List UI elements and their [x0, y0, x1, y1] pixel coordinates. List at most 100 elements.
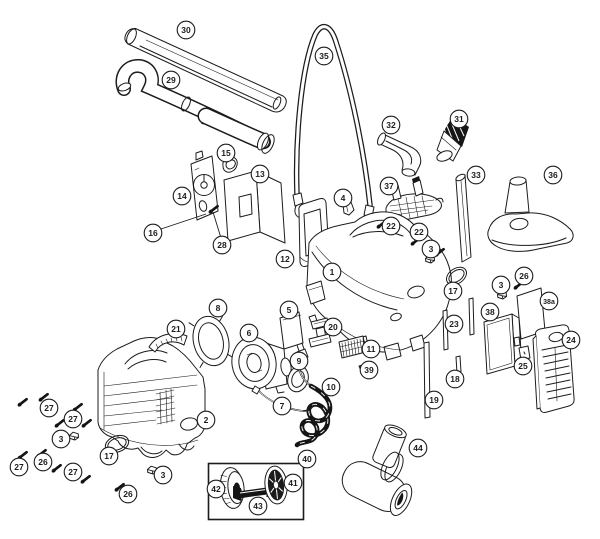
callout-27-screw: 27	[63, 462, 83, 482]
leader-line-28	[212, 211, 222, 239]
part-24-exhaust-grille	[532, 324, 575, 413]
callout-43-axle: 43	[248, 496, 268, 516]
svg-text:35: 35	[319, 51, 329, 61]
callout-28-screw: 28	[212, 235, 232, 255]
callout-1-upper-housing: 1	[322, 262, 342, 282]
leader-line-16	[160, 213, 207, 230]
callout-32-elbow-tool: 32	[381, 115, 401, 135]
callout-19-seal-strip-long: 19	[424, 390, 444, 410]
svg-text:37: 37	[384, 181, 394, 191]
callout-23-seal-strip: 23	[444, 314, 464, 334]
svg-text:28: 28	[217, 240, 227, 250]
svg-text:15: 15	[221, 148, 231, 158]
part-44-turbo-brush	[341, 424, 413, 516]
svg-text:22: 22	[414, 227, 424, 237]
svg-text:25: 25	[518, 361, 528, 371]
callout-18-seal-strip-short: 18	[445, 369, 465, 389]
svg-text:14: 14	[177, 191, 187, 201]
svg-text:27: 27	[68, 414, 78, 424]
svg-text:41: 41	[288, 478, 298, 488]
screw-icon	[15, 397, 28, 409]
callout-11-motor-filter-grille: 11	[361, 339, 381, 359]
svg-text:17: 17	[104, 451, 114, 461]
svg-text:3: 3	[499, 280, 504, 290]
svg-text:1: 1	[330, 267, 335, 277]
svg-text:2: 2	[204, 415, 209, 425]
callout-3-latch-clip: 3	[491, 275, 511, 295]
svg-text:26: 26	[38, 457, 48, 467]
svg-text:10: 10	[326, 382, 336, 392]
callout-10-power-cord: 10	[321, 377, 341, 397]
svg-text:27: 27	[68, 467, 78, 477]
callout-13-dust-bag-housing: 13	[250, 164, 270, 184]
callout-15-gasket: 15	[216, 143, 236, 163]
callout-26-screw: 26	[514, 266, 534, 286]
callout-17-seal-ring: 17	[99, 446, 119, 466]
callout-26-screw: 26	[118, 484, 138, 504]
part-33-crevice-tool	[455, 173, 472, 263]
callout-38-exhaust-filter: 38	[480, 302, 500, 322]
svg-text:18: 18	[450, 374, 460, 384]
callout-12-filter-frame: 12	[275, 249, 295, 269]
svg-text:3: 3	[161, 470, 166, 480]
svg-text:21: 21	[171, 324, 181, 334]
svg-text:27: 27	[14, 462, 24, 472]
callout-24-exhaust-grille: 24	[561, 330, 581, 350]
part-13-dust-bag-housing	[223, 170, 286, 244]
part-14-bag-mount-plate	[190, 150, 219, 221]
svg-text:27: 27	[44, 403, 54, 413]
callout-22-screw: 22	[381, 216, 401, 236]
svg-text:33: 33	[471, 170, 481, 180]
svg-text:6: 6	[247, 328, 252, 338]
svg-text:3: 3	[429, 244, 434, 254]
callout-37-tool-caddy: 37	[379, 176, 399, 196]
svg-text:38: 38	[485, 307, 495, 317]
callout-16-bag-mount-fitting: 16	[143, 223, 163, 243]
callout-14-bag-mount-plate: 14	[172, 186, 192, 206]
svg-text:5: 5	[287, 305, 292, 315]
callout-41-wheel: 41	[283, 473, 303, 493]
svg-text:23: 23	[449, 319, 459, 329]
svg-text:43: 43	[253, 501, 263, 511]
svg-text:26: 26	[519, 271, 529, 281]
part-2-lower-housing	[97, 337, 206, 458]
screw-icon	[52, 418, 65, 430]
callout-7-motor-wiring: 7	[272, 396, 292, 416]
svg-text:36: 36	[548, 170, 558, 180]
svg-text:11: 11	[367, 344, 376, 354]
svg-text:22: 22	[386, 221, 396, 231]
callout-21-handle-grip: 21	[166, 319, 186, 339]
svg-text:12: 12	[280, 254, 290, 264]
leader-line-layer	[160, 211, 222, 239]
callout-9-motor-mount: 9	[289, 351, 309, 371]
part-36-floor-brush	[487, 176, 574, 252]
part-20-cord-hook	[308, 314, 332, 348]
part-29-curved-wand	[115, 59, 275, 154]
callout-3-latch-clip: 3	[421, 239, 441, 259]
svg-text:13: 13	[255, 169, 265, 179]
svg-text:19: 19	[429, 395, 439, 405]
svg-text:26: 26	[123, 489, 133, 499]
svg-text:3: 3	[59, 434, 64, 444]
svg-text:24: 24	[566, 335, 576, 345]
screw-icon	[78, 474, 91, 486]
callout-6-motor: 6	[239, 323, 259, 343]
svg-text:30: 30	[181, 25, 191, 35]
part-41-wheel	[264, 465, 288, 505]
callout-4-strap-clip: 4	[333, 188, 353, 208]
callout-26-screw: 26	[33, 452, 53, 472]
callout-39-clip: 39	[359, 360, 379, 380]
screw-icon	[79, 418, 92, 430]
svg-text:31: 31	[454, 114, 464, 124]
part-32-elbow-tool	[377, 132, 422, 177]
svg-text:38a: 38a	[543, 299, 555, 306]
clip-icon	[69, 431, 79, 441]
svg-text:17: 17	[448, 286, 458, 296]
callout-35-shoulder-strap: 35	[314, 46, 334, 66]
callout-5-motor-pad: 5	[279, 300, 299, 320]
callout-3-latch-clip: 3	[153, 465, 173, 485]
callout-29-curved-wand: 29	[161, 70, 181, 90]
callout-40-wheel-kit: 40	[297, 449, 317, 469]
